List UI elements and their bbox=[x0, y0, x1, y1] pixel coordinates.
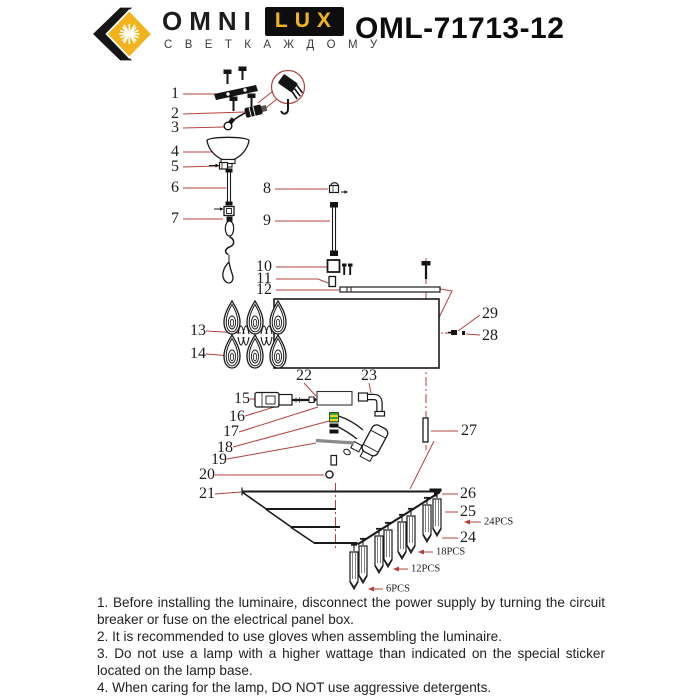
hanger-rod-long bbox=[330, 202, 338, 256]
tiered-frame bbox=[241, 487, 441, 546]
part-label-18: 18 bbox=[217, 439, 233, 456]
glass-rod bbox=[315, 438, 355, 445]
brand-logo: OMNI LUX С В Е Т К А Ж Д О М У bbox=[93, 6, 382, 62]
side-screws bbox=[448, 330, 465, 335]
part-label-23: 23 bbox=[361, 367, 377, 384]
instruction-line-3: 3. Do not use a lamp with a higher watta… bbox=[97, 646, 605, 678]
power-connector bbox=[223, 104, 268, 131]
part-label-15: 15 bbox=[234, 390, 250, 407]
canopy-fastener bbox=[209, 161, 229, 170]
square-coupler bbox=[326, 259, 353, 288]
part-label-7: 7 bbox=[171, 210, 179, 227]
part-label-9: 9 bbox=[263, 212, 271, 229]
horizontal-arm bbox=[339, 286, 441, 293]
part-label-12: 12 bbox=[256, 281, 272, 298]
socket-holder bbox=[254, 391, 317, 408]
model-number: OML-71713-12 bbox=[355, 12, 565, 45]
arm-screw bbox=[421, 261, 431, 279]
qty-label-18pcs: 18PCS bbox=[436, 546, 466, 558]
instruction-line-1: 1. Before installing the luminaire, disc… bbox=[97, 595, 605, 627]
part-label-24: 24 bbox=[460, 529, 476, 546]
instruction-line-4: 4. When caring for the lamp, DO NOT use … bbox=[97, 680, 492, 695]
part-label-22: 22 bbox=[296, 367, 312, 384]
connecting-rod bbox=[422, 417, 429, 443]
part-label-14: 14 bbox=[190, 345, 206, 362]
part-label-20: 20 bbox=[199, 466, 215, 483]
part-label-13: 13 bbox=[190, 322, 206, 339]
part-label-25: 25 bbox=[460, 503, 476, 520]
part-label-27: 27 bbox=[461, 422, 477, 439]
quantity-arrows bbox=[368, 519, 470, 592]
safety-instructions: 1. Before installing the luminaire, disc… bbox=[97, 594, 605, 696]
leader-lines bbox=[182, 90, 481, 590]
part-label-2: 2 bbox=[171, 105, 179, 122]
part-label-3: 3 bbox=[171, 119, 179, 136]
part-label-5: 5 bbox=[171, 158, 179, 175]
brand-diamond-icon bbox=[93, 7, 153, 61]
qty-label-12pcs: 12PCS bbox=[411, 563, 441, 575]
part-label-10: 10 bbox=[256, 258, 272, 275]
qty-label-24pcs: 24PCS bbox=[484, 516, 514, 528]
ground-terminal bbox=[329, 412, 339, 423]
small-ring bbox=[325, 470, 334, 479]
lamp-socket-assembly bbox=[315, 412, 389, 466]
part-label-28: 28 bbox=[482, 327, 498, 344]
hanging-loop bbox=[223, 121, 233, 131]
corner-hook bbox=[429, 488, 442, 497]
part-label-16: 16 bbox=[229, 408, 245, 425]
label-plate bbox=[316, 390, 353, 406]
brand-lux-badge: LUX bbox=[264, 6, 344, 36]
crystal-row-upper bbox=[223, 300, 287, 335]
part-label-19: 19 bbox=[211, 451, 227, 468]
part-label-17: 17 bbox=[223, 423, 239, 440]
elbow-tube bbox=[357, 392, 386, 417]
hanger-rod-short bbox=[225, 168, 233, 206]
part-label-4: 4 bbox=[171, 143, 179, 160]
part-label-1: 1 bbox=[171, 85, 179, 102]
cap-nut bbox=[328, 182, 348, 194]
part-label-8: 8 bbox=[263, 180, 271, 197]
brand-tagline: С В Е Т К А Ж Д О М У bbox=[164, 39, 382, 51]
brand-name: OMNI bbox=[162, 6, 258, 36]
part-label-6: 6 bbox=[171, 179, 179, 196]
part-label-26: 26 bbox=[460, 485, 476, 502]
qty-label-6pcs: 6PCS bbox=[386, 583, 410, 595]
part-label-29: 29 bbox=[482, 305, 498, 322]
part-label-11: 11 bbox=[256, 270, 272, 287]
part-label-21: 21 bbox=[199, 485, 215, 502]
crystal-row-lower bbox=[223, 334, 287, 369]
wire-terminal-detail bbox=[278, 74, 304, 115]
chain-assembly bbox=[214, 205, 235, 284]
brand-text: OMNI LUX С В Е Т К А Ж Д О М У bbox=[162, 6, 382, 62]
ceiling-canopy bbox=[206, 136, 250, 168]
instruction-line-2: 2. It is recommended to use gloves when … bbox=[97, 629, 502, 644]
mounting-bracket bbox=[214, 66, 258, 111]
body-frame bbox=[273, 298, 440, 369]
